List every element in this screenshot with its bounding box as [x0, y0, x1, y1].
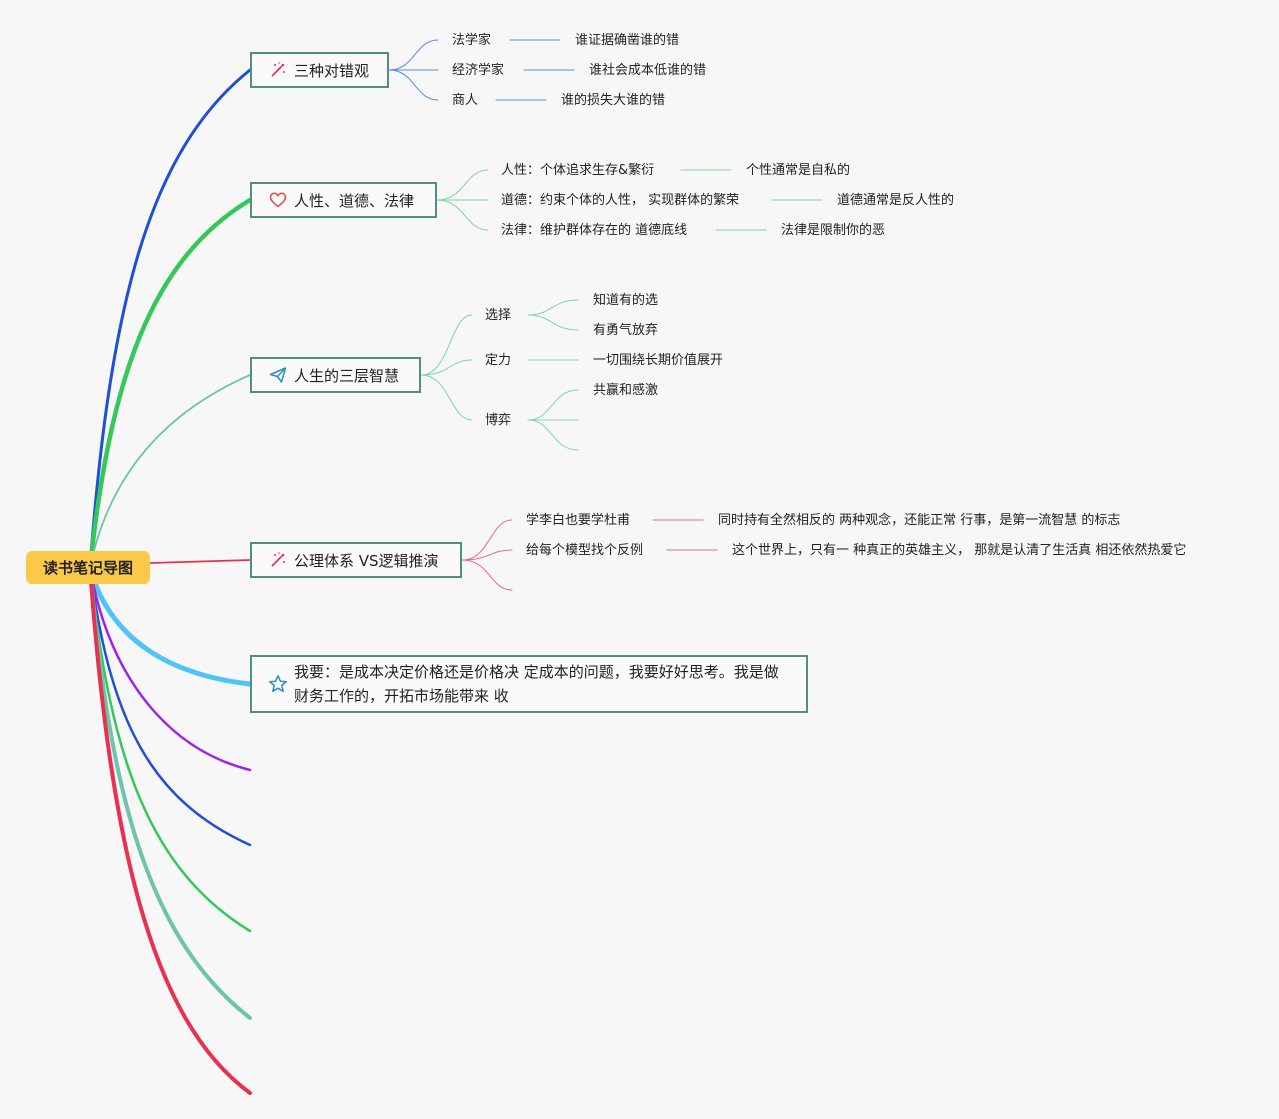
- heart-icon: [268, 190, 288, 210]
- subtopic-law[interactable]: 法律：维护群体存在的 道德底线: [501, 223, 688, 238]
- subtopic-counterexample[interactable]: 给每个模型找个反例: [526, 543, 644, 558]
- branch-topic-label: 人性、道德、法律: [294, 191, 415, 210]
- leaf-lawyer-view[interactable]: 谁证据确凿谁的错: [575, 33, 680, 48]
- subtopic-connector: [420, 359, 473, 376]
- branch-connector: [88, 566, 252, 1095]
- subtopic-connector: [420, 314, 473, 376]
- root-topic-label: 读书笔记导图: [42, 559, 133, 577]
- branch-connector: [149, 559, 251, 564]
- leaf-courage-give-up[interactable]: 有勇气放弃: [593, 323, 659, 338]
- root-topic[interactable]: 读书笔记导图: [26, 551, 150, 584]
- branch-topic-label: 公理体系 VS逻辑推演: [294, 551, 439, 570]
- leaf-heroism[interactable]: 这个世界上，只有一 种真正的英雄主义， 那就是认清了生活真 相还依然热爱它: [732, 543, 1187, 558]
- branch-topic-three-wisdoms[interactable]: 人生的三层智慧: [250, 357, 421, 393]
- subtopic-morality[interactable]: 道德：约束个体的人性， 实现群体的繁荣: [501, 193, 740, 208]
- branch-topic-human-nature[interactable]: 人性、道德、法律: [250, 182, 437, 218]
- subtopic-economist[interactable]: 经济学家: [452, 63, 505, 78]
- subtopic-connector: [461, 549, 513, 561]
- leaf-connector: [527, 389, 579, 421]
- leaf-human-nature[interactable]: 个性通常是自私的: [746, 163, 851, 178]
- subtopic-connector: [436, 169, 489, 201]
- subtopic-connector: [461, 559, 513, 591]
- leaf-know-choices[interactable]: 知道有的选: [593, 293, 659, 308]
- branch-connector: [89, 374, 251, 569]
- subtopic-connector: [420, 374, 473, 421]
- subtopic-game[interactable]: 博弈: [485, 413, 512, 428]
- subtopic-connector: [388, 69, 439, 101]
- subtopic-connector: [461, 519, 513, 561]
- subtopic-lawyer[interactable]: 法学家: [452, 33, 492, 48]
- branch-topic-my-note[interactable]: 我要：是成本决定价格还是价格决 定成本的问题，我要好好思考。我是做财务工作的，开…: [250, 655, 808, 713]
- connector-lines: [87, 39, 823, 1095]
- subtopic-focus[interactable]: 定力: [485, 353, 512, 368]
- branch-connector: [87, 197, 253, 571]
- branch-topic-label: 我要：是成本决定价格还是价格决 定成本的问题，我要好好思考。我是做财务工作的，开…: [294, 663, 779, 705]
- branch-connector: [88, 68, 252, 570]
- leaf-economist-view[interactable]: 谁社会成本低谁的错: [589, 63, 707, 78]
- leaf-long-term-value[interactable]: 一切围绕长期价值展开: [593, 353, 724, 368]
- branch-topic-label: 三种对错观: [294, 61, 370, 80]
- branch-connector: [88, 566, 252, 847]
- magic-wand-icon: [268, 60, 288, 80]
- branch-topic-axioms-vs-logic[interactable]: 公理体系 VS逻辑推演: [250, 542, 462, 578]
- subtopic-human-nature[interactable]: 人性：个体追求生存&繁衍: [501, 163, 655, 178]
- subtopic-merchant[interactable]: 商人: [452, 93, 479, 108]
- leaf-first-rate-intelligence[interactable]: 同时持有全然相反的 两种观念，还能正常 行事，是第一流智慧 的标志: [718, 513, 1121, 528]
- star-icon: [268, 674, 288, 694]
- subtopic-connector: [388, 39, 439, 71]
- leaf-connector: [527, 299, 579, 316]
- branch-topic-three-views[interactable]: 三种对错观: [250, 52, 389, 88]
- branch-connector: [87, 565, 253, 687]
- leaf-law[interactable]: 法律是限制你的恶: [781, 223, 886, 238]
- leaf-connector: [527, 314, 579, 331]
- branch-topic-label: 人生的三层智慧: [294, 366, 400, 385]
- subtopic-li-bai-du-fu[interactable]: 学李白也要学杜甫: [526, 513, 631, 528]
- paper-plane-icon: [268, 365, 288, 385]
- subtopic-choice[interactable]: 选择: [485, 308, 512, 323]
- leaf-win-win[interactable]: 共赢和感激: [593, 383, 659, 398]
- magic-wand-icon: [268, 550, 288, 570]
- leaf-connector: [527, 419, 579, 451]
- leaf-merchant-view[interactable]: 谁的损失大谁的错: [561, 93, 666, 108]
- subtopic-connector: [436, 199, 489, 231]
- leaf-morality[interactable]: 道德通常是反人性的: [837, 193, 955, 208]
- branch-connector: [88, 566, 252, 772]
